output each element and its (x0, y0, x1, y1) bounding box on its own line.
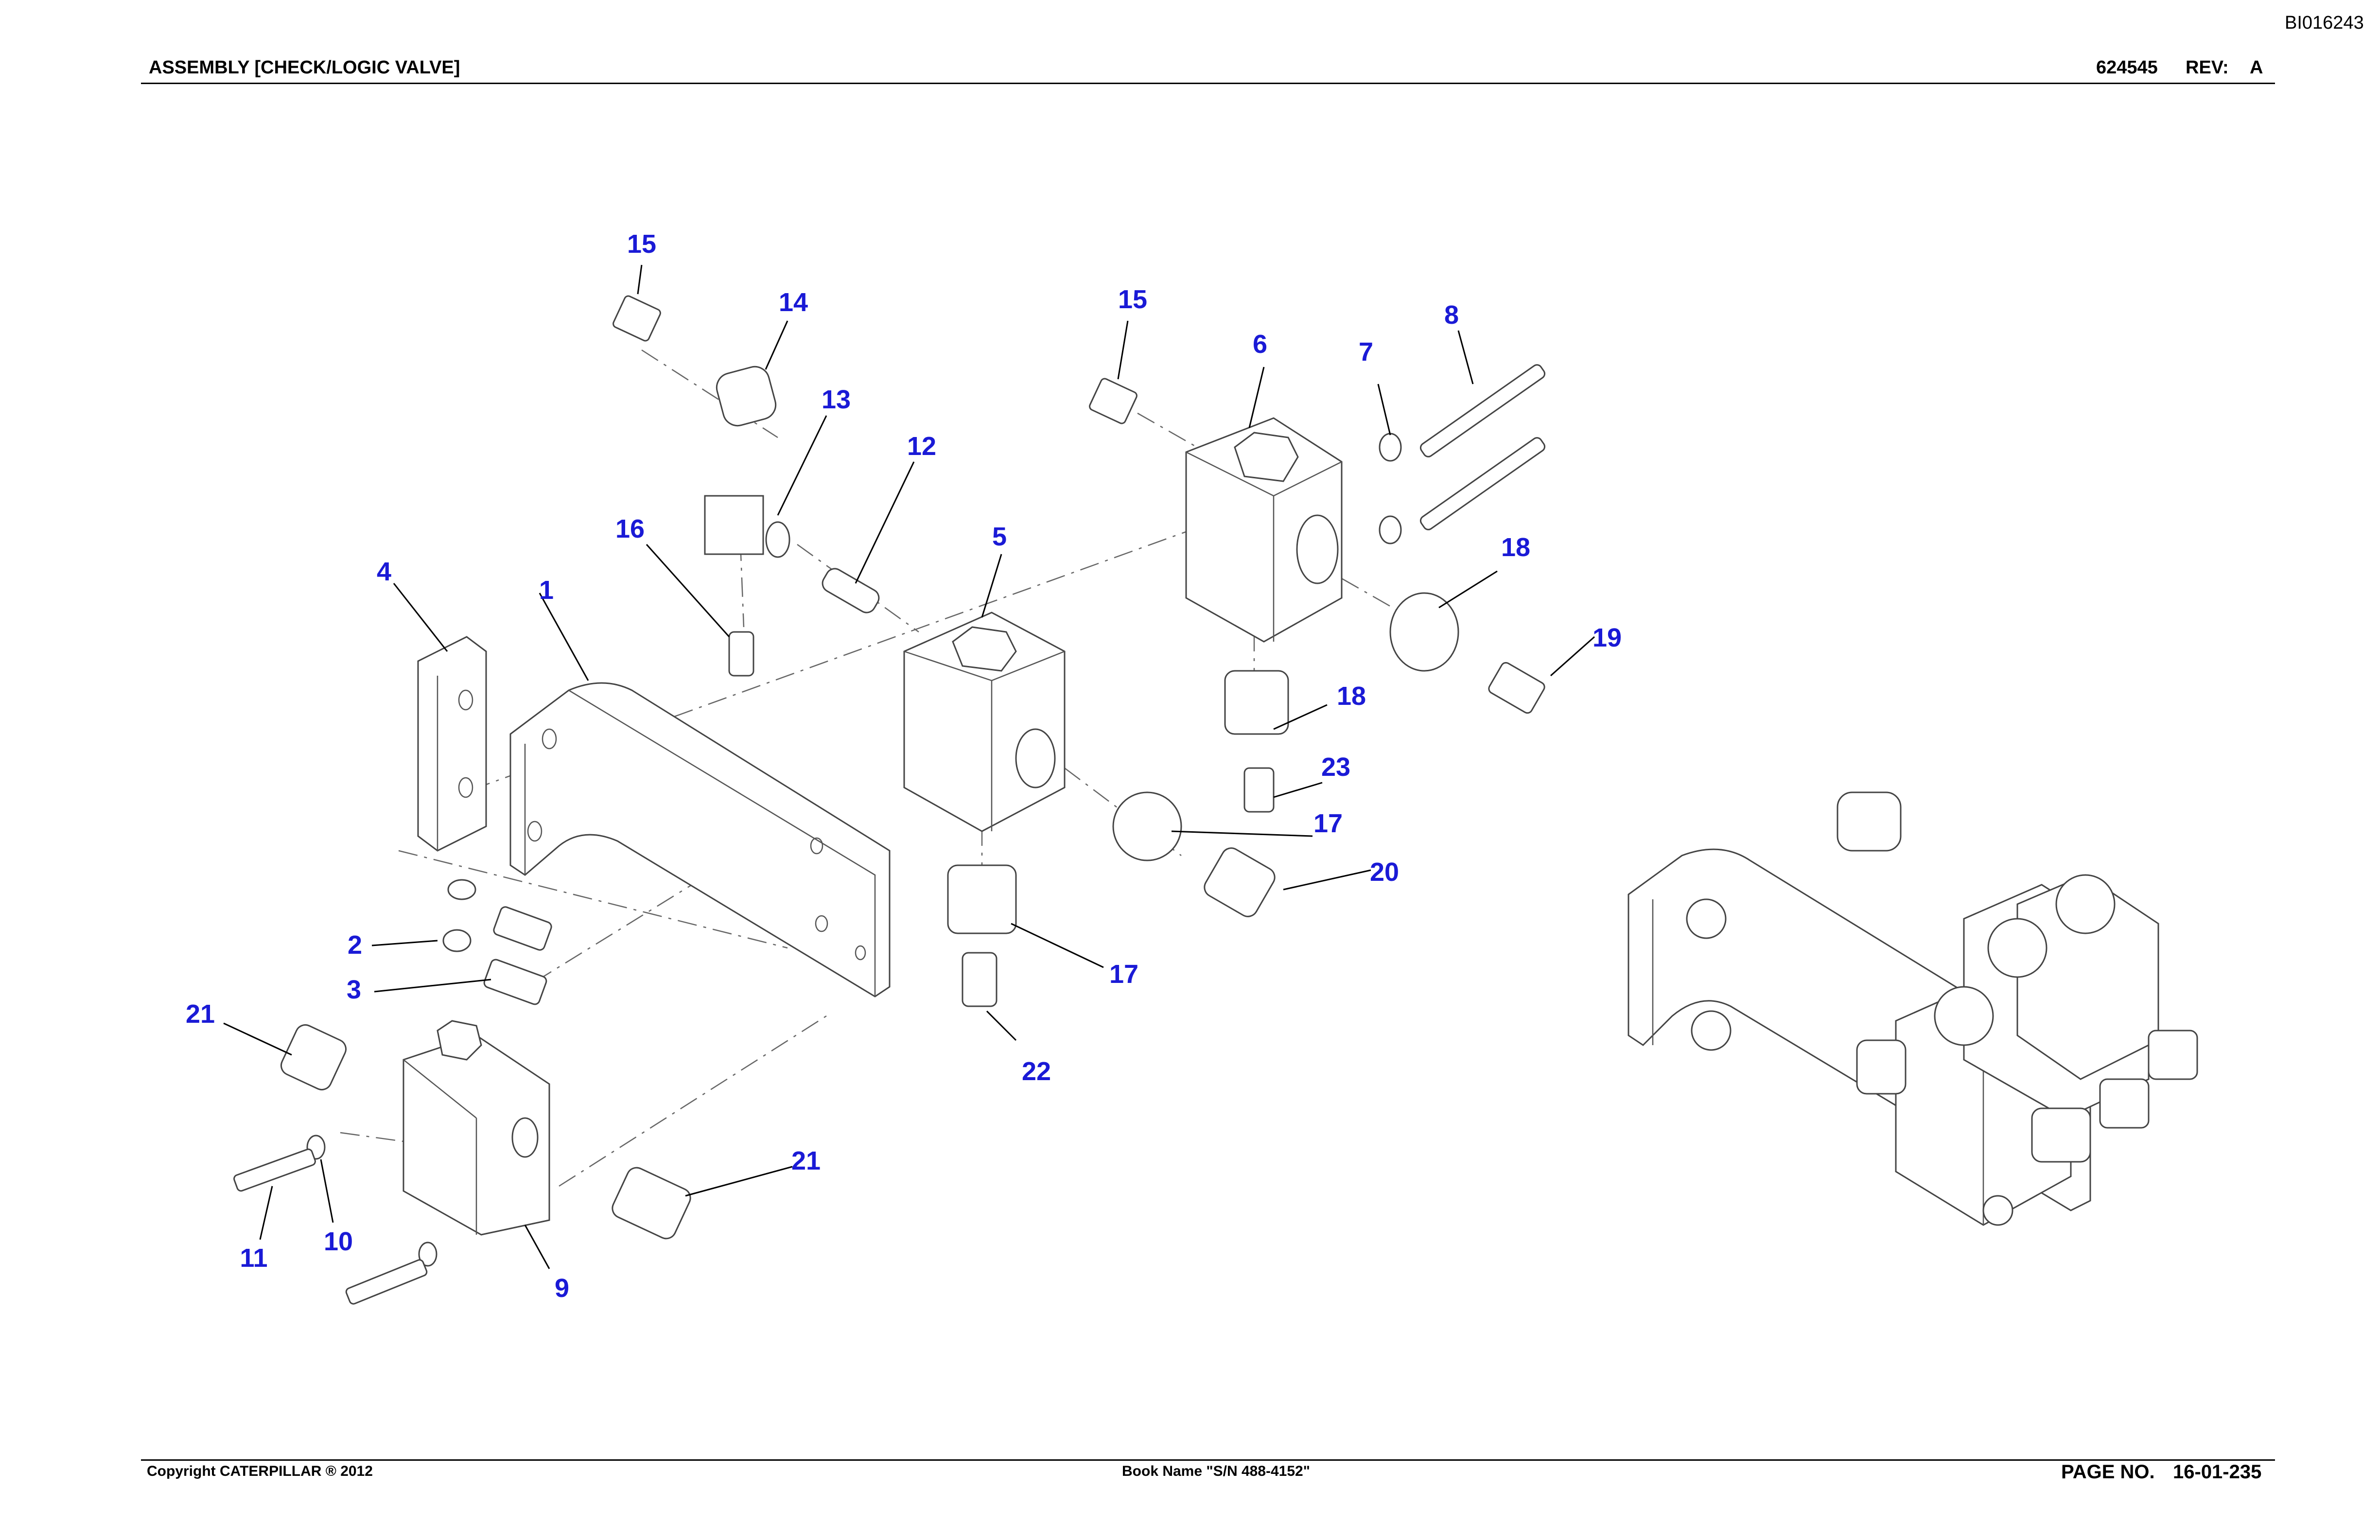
callout-19: 19 (1592, 623, 1622, 652)
callout-20: 20 (1370, 858, 1399, 887)
check-valve-body (1185, 417, 1343, 643)
callout-22: 22 (1022, 1057, 1051, 1086)
mounting-bracket (509, 682, 891, 998)
lower-valve-block (402, 1020, 550, 1236)
short-bolt-set (233, 1135, 438, 1305)
callout-21b: 21 (791, 1146, 821, 1175)
page-number: 16-01-235 (2173, 1461, 2262, 1483)
book-name: Book Name "S/N 488-4152" (1122, 1463, 1310, 1479)
callout-3: 3 (347, 975, 361, 1004)
callout-10: 10 (324, 1227, 353, 1256)
page-title: ASSEMBLY [CHECK/LOGIC VALVE] (149, 57, 460, 78)
callout-17a: 17 (1313, 809, 1343, 838)
callout-18a: 18 (1501, 533, 1530, 562)
leader-lines (223, 264, 1595, 1269)
callout-12: 12 (907, 432, 936, 461)
callout-1: 1 (539, 576, 554, 605)
callout-17b: 17 (1109, 960, 1138, 989)
washer-and-bolt-set (442, 879, 552, 1005)
page-label: PAGE NO. (2061, 1461, 2155, 1483)
callout-6: 6 (1253, 330, 1267, 359)
footer-rule (141, 1459, 2275, 1461)
callout-7: 7 (1359, 337, 1373, 367)
callout-14: 14 (779, 288, 808, 317)
part-number: 624545 (2096, 57, 2158, 78)
header-rule (141, 83, 2275, 84)
image-id: BI016243 (2285, 13, 2364, 33)
assembled-view (1628, 791, 2198, 1226)
callout-13: 13 (822, 385, 851, 414)
callout-23: 23 (1321, 752, 1350, 782)
fittings (280, 295, 1545, 1240)
callout-9: 9 (555, 1274, 569, 1303)
callout-16: 16 (615, 514, 645, 543)
long-bolt-set (1379, 364, 1546, 544)
callout-8: 8 (1444, 300, 1459, 330)
callout-18b: 18 (1337, 682, 1366, 711)
callout-2: 2 (348, 930, 362, 960)
callout-15a: 15 (627, 229, 656, 259)
rev-value: A (2250, 57, 2263, 78)
logic-valve-body (903, 612, 1066, 832)
spacer-plate (417, 636, 487, 852)
callout-4: 4 (377, 557, 391, 586)
callout-21a: 21 (186, 999, 215, 1029)
callout-15b: 15 (1118, 285, 1147, 314)
copyright: Copyright CATERPILLAR ® 2012 (147, 1463, 373, 1479)
callout-11: 11 (240, 1243, 267, 1273)
callout-5: 5 (992, 522, 1007, 551)
rev-label: REV: (2186, 57, 2229, 78)
callout-labels: 15 14 13 12 16 15 5 6 7 8 18 19 18 23 17… (186, 229, 1622, 1303)
